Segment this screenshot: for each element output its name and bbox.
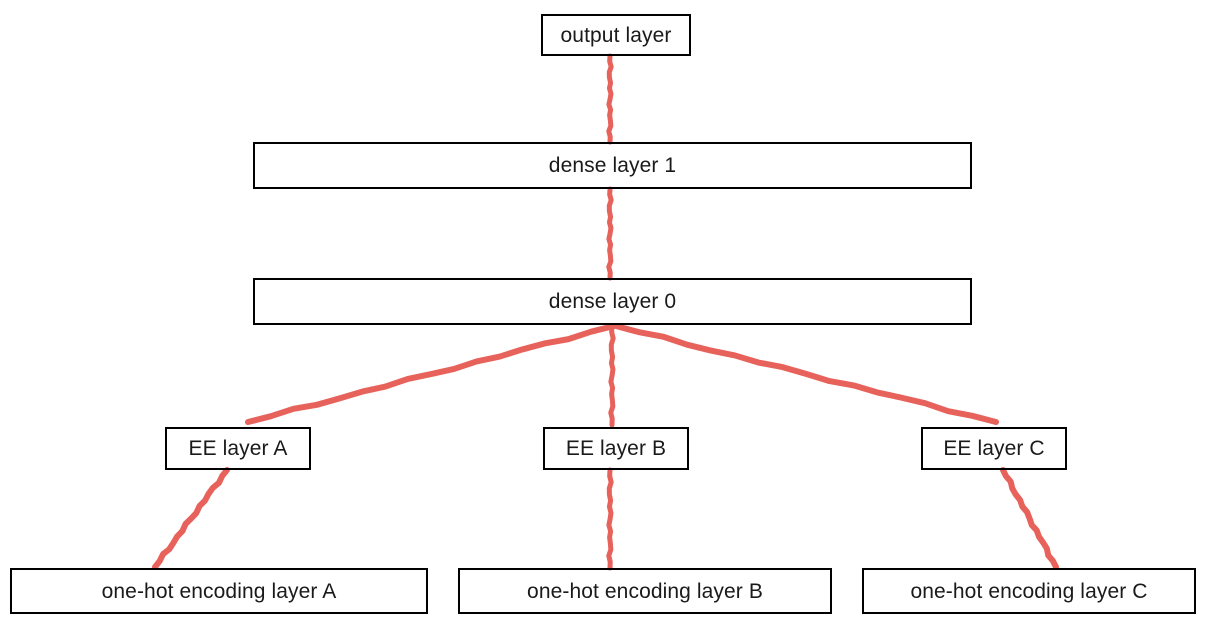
node-dense-layer-1-label: dense layer 1 xyxy=(548,154,677,177)
node-dense-layer-1[interactable]: dense layer 1 xyxy=(253,142,972,189)
edge-dense0-dense1 xyxy=(606,186,614,281)
node-one-hot-layer-c[interactable]: one-hot encoding layer C xyxy=(862,568,1196,614)
node-one-hot-layer-b-label: one-hot encoding layer B xyxy=(527,579,763,603)
node-ee-layer-c-label: EE layer C xyxy=(943,437,1045,460)
edge-onehot-c-ee-c xyxy=(1000,467,1059,570)
edge-dense1-output xyxy=(606,53,614,145)
node-dense-layer-0[interactable]: dense layer 0 xyxy=(253,278,972,325)
node-one-hot-layer-c-label: one-hot encoding layer C xyxy=(910,579,1148,603)
node-ee-layer-b-label: EE layer B xyxy=(565,437,667,460)
node-ee-layer-a[interactable]: EE layer A xyxy=(165,427,311,470)
node-ee-layer-b[interactable]: EE layer B xyxy=(543,427,689,470)
edge-ee-c-dense0 xyxy=(613,323,999,425)
edge-onehot-a-ee-a xyxy=(152,467,230,570)
edge-onehot-b-ee-b xyxy=(606,467,614,571)
node-ee-layer-a-label: EE layer A xyxy=(188,437,288,460)
node-one-hot-layer-a-label: one-hot encoding layer A xyxy=(101,579,337,603)
edge-ee-b-dense0 xyxy=(608,323,616,428)
edge-ee-a-dense0 xyxy=(245,323,617,425)
node-output-layer-label: output layer xyxy=(560,23,672,47)
node-one-hot-layer-b[interactable]: one-hot encoding layer B xyxy=(458,568,832,614)
node-output-layer[interactable]: output layer xyxy=(541,14,691,56)
node-dense-layer-0-label: dense layer 0 xyxy=(548,290,677,313)
node-one-hot-layer-a[interactable]: one-hot encoding layer A xyxy=(10,568,428,614)
node-ee-layer-c[interactable]: EE layer C xyxy=(921,427,1067,470)
